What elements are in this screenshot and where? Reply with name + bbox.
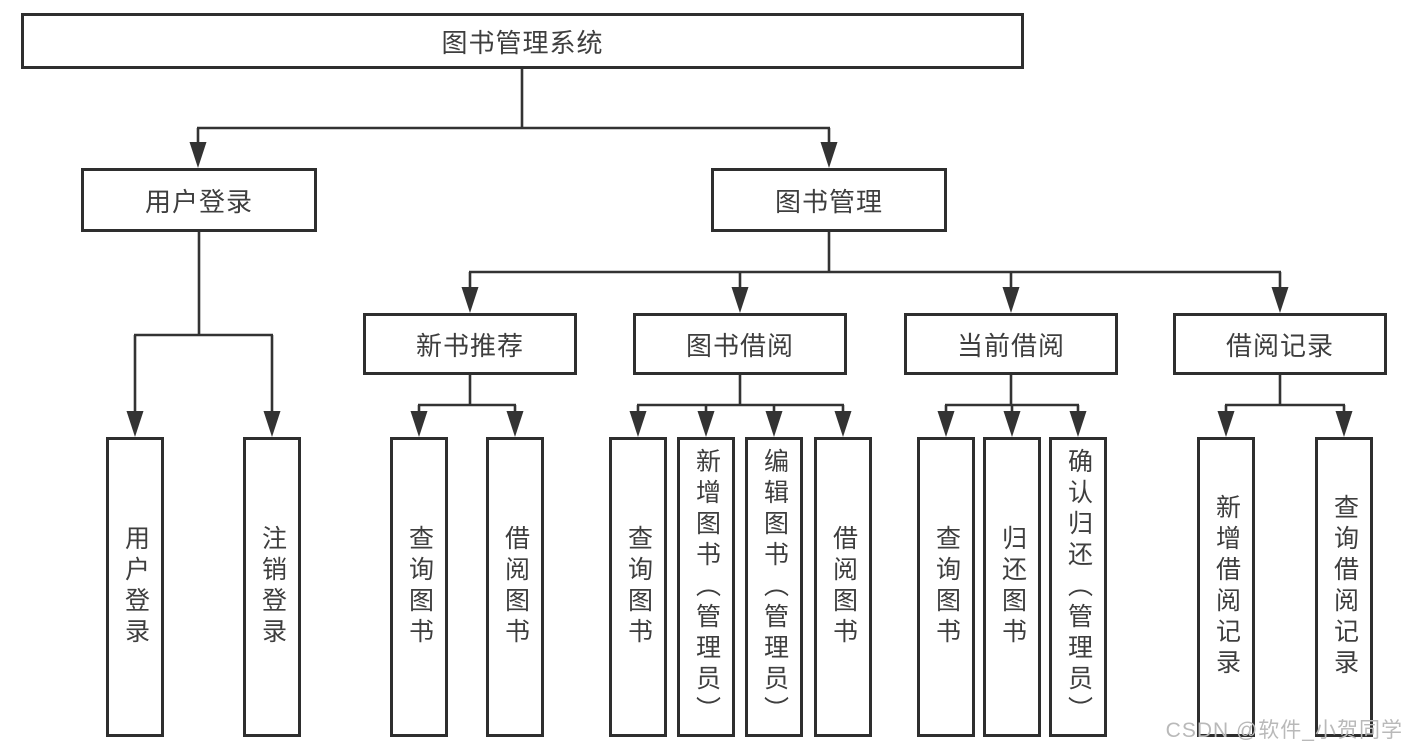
node-borrowing-records: 借阅记录 <box>1173 313 1387 375</box>
node-label: 图书管理 <box>774 186 883 217</box>
leaf-add-borrow-record: 新增借阅记录 <box>1197 437 1255 737</box>
leaf-logout: 注销登录 <box>243 437 301 737</box>
node-label: 图书借阅 <box>685 330 794 361</box>
node-book-borrowing: 图书借阅 <box>633 313 847 375</box>
leaf-query-books: 查询图书 <box>609 437 667 737</box>
leaf-label: 确认归还（管理员） <box>1064 447 1093 727</box>
leaf-return-books: 归还图书 <box>983 437 1041 737</box>
node-label: 当前借阅 <box>956 330 1065 361</box>
leaf-label: 用户登录 <box>121 525 150 649</box>
node-user-login: 用户登录 <box>81 168 317 232</box>
leaf-label: 借阅图书 <box>829 525 858 649</box>
leaf-label: 编辑图书（管理员） <box>760 447 789 727</box>
node-current-borrowing: 当前借阅 <box>904 313 1118 375</box>
csdn-watermark: CSDN @软件_小贺同学 <box>1165 719 1403 742</box>
leaf-add-books-admin: 新增图书（管理员） <box>677 437 735 737</box>
leaf-label: 查询图书 <box>624 525 653 649</box>
node-label: 新书推荐 <box>415 330 524 361</box>
leaf-confirm-return-admin: 确认归还（管理员） <box>1049 437 1107 737</box>
leaf-query-borrow-record: 查询借阅记录 <box>1315 437 1373 737</box>
node-book-management: 图书管理 <box>711 168 947 232</box>
node-label: 图书管理系统 <box>441 27 604 58</box>
leaf-label: 新增借阅记录 <box>1212 494 1241 680</box>
leaf-borrow-books: 借阅图书 <box>814 437 872 737</box>
leaf-query-books: 查询图书 <box>390 437 448 737</box>
node-new-book-recommendation: 新书推荐 <box>363 313 577 375</box>
leaf-label: 查询图书 <box>932 525 961 649</box>
leaf-label: 注销登录 <box>258 525 287 649</box>
node-label: 借阅记录 <box>1225 330 1334 361</box>
leaf-label: 查询借阅记录 <box>1330 494 1359 680</box>
leaf-edit-books-admin: 编辑图书（管理员） <box>745 437 803 737</box>
leaf-label: 新增图书（管理员） <box>692 447 721 727</box>
leaf-borrow-books: 借阅图书 <box>486 437 544 737</box>
leaf-label: 归还图书 <box>998 525 1027 649</box>
leaf-query-books: 查询图书 <box>917 437 975 737</box>
leaf-label: 借阅图书 <box>501 525 530 649</box>
node-label: 用户登录 <box>144 186 253 217</box>
leaf-user-login: 用户登录 <box>106 437 164 737</box>
leaf-label: 查询图书 <box>405 525 434 649</box>
arrowheads <box>126 142 1353 437</box>
node-library-management-system: 图书管理系统 <box>21 13 1024 69</box>
